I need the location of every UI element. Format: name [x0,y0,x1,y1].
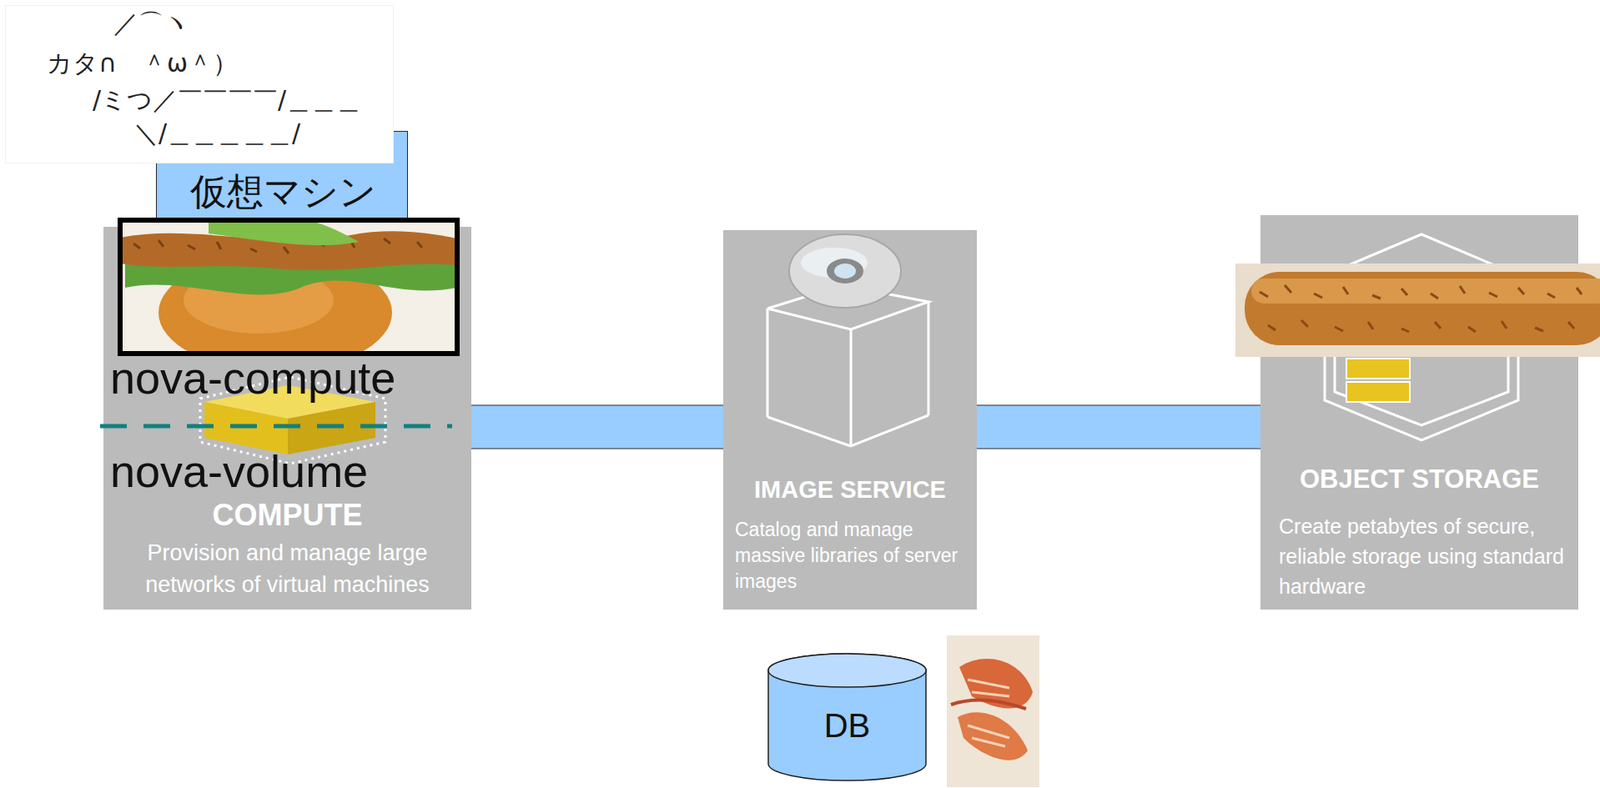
service-description: Catalog and manage massive libraries of … [734,517,972,595]
service-title: IMAGE SERVICE [723,477,977,504]
ascii-art-panel: ／⌒ヽカタ∩ ＾ω＾） /ミつ／￣￣￣￣/＿＿＿ ＼/＿＿＿＿＿/ [5,5,394,164]
component-name: nova-volume [110,447,469,497]
ascii-art-line: ＼/＿＿＿＿＿/ [133,119,301,147]
service-title: OBJECT STORAGE [1260,465,1579,494]
cylinder-body [768,654,926,781]
service-box: OBJECT STORAGE Create petabytes of secure… [1260,215,1579,610]
component-name: nova-compute [110,353,469,403]
service-box: IMAGE SERVICE Catalog and manage massive … [723,230,977,610]
connector-outline [471,405,724,450]
connector-fill [471,406,724,449]
shrimp-photo [946,635,1040,788]
connector-band [976,427,1261,428]
connector-band [471,427,724,428]
ascii-art-line: カタ∩ ＾ω＾） [46,49,238,77]
service-box: nova-compute nova-volumeCOMPUTE Provision … [103,226,472,610]
vm-label: 仮想マシン [156,171,409,212]
service-title: COMPUTE [103,498,472,533]
ascii-art-line: /ミつ／￣￣￣￣/＿＿＿ [92,85,362,114]
connector-fill [976,406,1261,449]
ascii-art-line: ／⌒ヽ [113,9,189,37]
cylinder-top [768,654,926,688]
service-description: Create petabytes of secure, reliable sto… [1278,511,1573,602]
database-label: DB [767,707,927,745]
database-cylinder: DB [767,654,927,781]
connector-outline [976,405,1261,450]
service-description: Provision and manage large networks of v… [120,537,455,601]
